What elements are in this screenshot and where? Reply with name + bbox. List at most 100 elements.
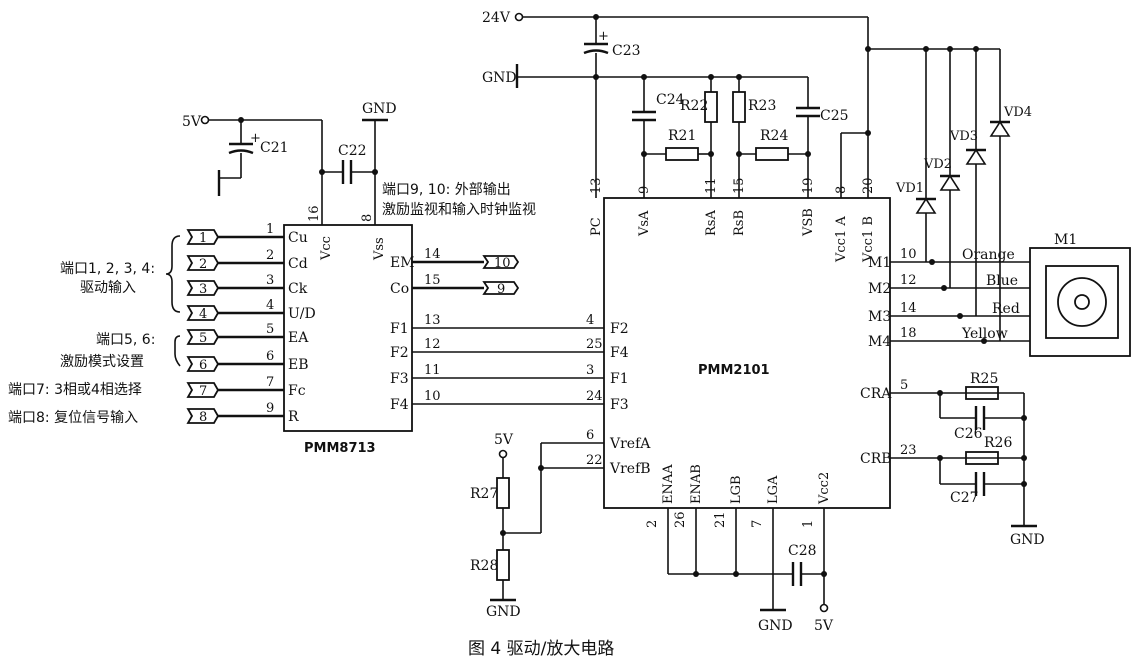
pmm8713-pin-7-num: 7 bbox=[266, 375, 274, 390]
label-vd2: VD2 bbox=[923, 157, 952, 172]
chip-pmm2101-name: PMM2101 bbox=[698, 363, 770, 378]
note-ports-5-6-line2: 激励模式设置 bbox=[60, 353, 144, 370]
motor-label: M1 bbox=[1054, 232, 1077, 248]
chip-pmm8713-name: PMM8713 bbox=[304, 441, 376, 456]
pmm8713-pin-13-num: 13 bbox=[424, 313, 441, 328]
wire-blue: Blue bbox=[986, 273, 1018, 289]
label-gnd-right: GND bbox=[1010, 532, 1045, 548]
label-c27: C27 bbox=[950, 490, 979, 506]
pmm8713-pin-9-num: 9 bbox=[266, 401, 274, 416]
pmm2101-bottom-pin-2-label: ENAA bbox=[661, 464, 676, 504]
pmm8713-pin-5-num: 5 bbox=[266, 322, 274, 337]
motor-m1 bbox=[1029, 247, 1131, 357]
pmm2101-bottom-pin-26-num: 26 bbox=[673, 511, 688, 528]
diode-vd1 bbox=[915, 197, 937, 214]
pmm8713-pin-12-num: 12 bbox=[424, 337, 441, 352]
pmm2101-pin-f2-label: F2 bbox=[610, 321, 629, 337]
pmm2101-bottom-pin-2-num: 2 bbox=[645, 520, 660, 528]
note-ports-1-4-line1: 端口1, 2, 3, 4: bbox=[60, 261, 155, 277]
port-8: 8 bbox=[199, 410, 207, 425]
pmm2101-top-pin-20-num: 20 bbox=[861, 177, 876, 194]
pin-vcc-label: Vcc bbox=[319, 236, 334, 261]
pmm8713-pin-3-num: 3 bbox=[266, 273, 274, 288]
pmm2101-pin-vrefa-label: VrefA bbox=[609, 436, 651, 452]
pmm8713-pin-ea-label: EA bbox=[288, 330, 309, 346]
label-r28: R28 bbox=[470, 558, 498, 574]
svg-text:+: + bbox=[598, 29, 609, 44]
port-3: 3 bbox=[199, 282, 207, 297]
port-10: 10 bbox=[494, 256, 511, 271]
pmm2101-top-pin-9-num: 9 bbox=[637, 186, 652, 194]
pmm2101-pin-4-num: 4 bbox=[586, 313, 594, 328]
port-7: 7 bbox=[199, 384, 207, 399]
phase-connections bbox=[412, 327, 604, 405]
pin-8-num: 8 bbox=[360, 214, 375, 222]
pmm2101-pin-f3-label: F3 bbox=[610, 397, 629, 413]
label-c24: C24 bbox=[656, 92, 685, 108]
pmm2101-top-pin-19-label: VSB bbox=[801, 208, 816, 237]
pmm2101-right-pin-18-num: 18 bbox=[900, 326, 917, 341]
label-5v-left: 5V bbox=[182, 114, 202, 130]
label-r24: R24 bbox=[760, 128, 788, 144]
pmm2101-pin-22-num: 22 bbox=[586, 453, 603, 468]
pmm2101-top-pin-13-num: 13 bbox=[589, 177, 604, 194]
left-supply: 5V + C21 C22 GND bbox=[182, 101, 397, 225]
output-ports: 10 9 bbox=[412, 255, 520, 297]
pmm2101-top-pin-19-num: 19 bbox=[801, 177, 816, 194]
pmm8713-pin-em-label: EM bbox=[390, 255, 415, 271]
note-ports-9-10-line2: 激励监视和输入时钟监视 bbox=[382, 201, 536, 218]
pmm2101-top-pin-9-label: VsA bbox=[637, 210, 652, 237]
note-ports-5-6-line1: 端口5, 6: bbox=[96, 332, 155, 348]
label-gnd-top: GND bbox=[482, 70, 517, 86]
label-5v-vref: 5V bbox=[494, 432, 514, 448]
sense-network: C24 R22 R23 C25 R21 R24 bbox=[632, 77, 849, 198]
label-c25: C25 bbox=[820, 108, 849, 124]
pmm8713-pin-4-num: 4 bbox=[266, 298, 274, 313]
note-port-8: 端口8: 复位信号输入 bbox=[8, 409, 138, 426]
wire-orange: Orange bbox=[962, 247, 1015, 263]
pmm8713-pin-f4-label: F4 bbox=[390, 397, 409, 413]
cr-networks: R25 C26 R26 C27 GND bbox=[890, 371, 1045, 548]
note-ports-1-4-line2: 驱动输入 bbox=[80, 280, 136, 296]
note-port-7: 端口7: 3相或4相选择 bbox=[8, 382, 142, 398]
port-6: 6 bbox=[199, 358, 207, 373]
pmm2101-top-pin-11-num: 11 bbox=[704, 177, 719, 194]
pmm2101-pin-crb-label: CRB bbox=[860, 451, 892, 467]
pmm2101-pin-f1-label: F1 bbox=[610, 371, 629, 387]
label-vd4: VD4 bbox=[1003, 105, 1032, 120]
pmm8713-pin-cu-label: Cu bbox=[288, 230, 308, 246]
port-1: 1 bbox=[199, 231, 207, 246]
pmm8713-pin-ck-label: Ck bbox=[288, 281, 308, 297]
label-c26: C26 bbox=[954, 426, 983, 442]
label-vd3: VD3 bbox=[949, 129, 978, 144]
pmm2101-pin-3-num: 3 bbox=[586, 363, 594, 378]
motor-wiring: VD1 VD2 VD3 VD4 Orange Blue Red Yellow M… bbox=[890, 46, 1131, 357]
pmm8713-pin-f1-label: F1 bbox=[390, 321, 409, 337]
pmm2101-pin-m4-label: M4 bbox=[868, 334, 891, 350]
pmm8713-pin-10-num: 10 bbox=[424, 389, 441, 404]
label-r22: R22 bbox=[680, 98, 708, 114]
pmm2101-pin-25-num: 25 bbox=[586, 337, 603, 352]
pmm2101-top-pin-8-num: 8 bbox=[834, 186, 849, 194]
pmm2101-top-pin-15-num: 15 bbox=[732, 177, 747, 194]
pmm2101-right-pin-12-num: 12 bbox=[900, 273, 917, 288]
pmm8713-pin-2-num: 2 bbox=[266, 248, 274, 263]
pmm8713-pin-14-num: 14 bbox=[424, 247, 441, 262]
diode-vd4 bbox=[989, 120, 1011, 137]
pmm2101-right-pin-5-num: 5 bbox=[900, 378, 908, 393]
figure-caption: 图 4 驱动/放大电路 bbox=[468, 639, 614, 659]
label-r23: R23 bbox=[748, 98, 776, 114]
bottom-wiring: C28 GND 5V bbox=[667, 508, 834, 634]
chip-pmm8713: PMM8713 16 Vcc 8 Vss 11Cu22Cd33Ck44U/D55… bbox=[186, 205, 441, 456]
pmm2101-pin-24-num: 24 bbox=[586, 389, 603, 404]
label-r26: R26 bbox=[984, 435, 1012, 451]
pmm8713-pin-11-num: 11 bbox=[424, 363, 441, 378]
pmm2101-pin-m2-label: M2 bbox=[868, 281, 891, 297]
label-gnd-left: GND bbox=[362, 101, 397, 117]
pmm2101-top-pin-15-label: RsB bbox=[732, 210, 747, 236]
pmm2101-bottom-pin-1-num: 1 bbox=[801, 520, 816, 528]
pmm2101-bottom-pin-1-label: Vcc2 bbox=[817, 472, 832, 505]
pmm2101-bottom-pin-26-label: ENAB bbox=[689, 464, 704, 504]
port-5: 5 bbox=[199, 331, 207, 346]
